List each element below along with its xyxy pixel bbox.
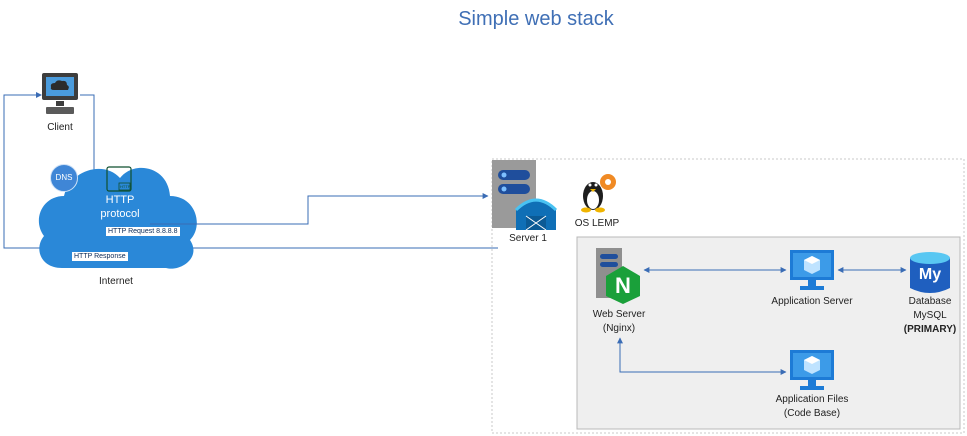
app-server-monitor-icon [788,248,836,292]
web-server-label-1: Web Server [592,309,646,320]
http-document-icon: HTTP [106,166,132,192]
server-icon [492,160,562,232]
page-title: Simple web stack [458,8,614,30]
web-server-label-2: (Nginx) [602,323,636,334]
nginx-server-icon: N [596,248,642,304]
database-label-3: (PRIMARY) [903,324,957,335]
request-line [150,193,489,225]
internet-label: Internet [99,276,133,287]
client-left-line [3,94,498,249]
database-label-1: Database [908,296,952,307]
http-icon-text: HTTP [120,184,131,189]
computer-icon [40,71,80,117]
os-lemp-label: OS LEMP [574,218,620,229]
web-to-files-line [617,337,787,375]
client-label: Client [47,122,73,133]
database-icon: My [908,250,952,296]
linux-gear-icon [576,170,620,214]
server-label: Server 1 [509,233,547,244]
app-files-label-2: (Code Base) [783,408,841,419]
http-response-label: HTTP Response [72,252,128,261]
database-label-2: MySQL [913,310,947,321]
nginx-logo-letter: N [615,273,631,298]
http-protocol-label-2: protocol [100,208,140,220]
app-files-label-1: Application Files [775,394,849,405]
dns-badge: DNS [50,164,78,192]
mysql-logo-text: My [918,266,942,283]
app-server-label: Application Server [771,296,853,307]
app-files-monitor-icon [788,348,836,392]
client-right-line [80,94,95,178]
internet-cloud [38,167,197,269]
http-protocol-label-1: HTTP [105,194,135,206]
http-request-label: HTTP Request 8.8.8.8 [106,227,180,236]
server-boundary [491,158,965,434]
dns-label: DNS [55,173,73,182]
